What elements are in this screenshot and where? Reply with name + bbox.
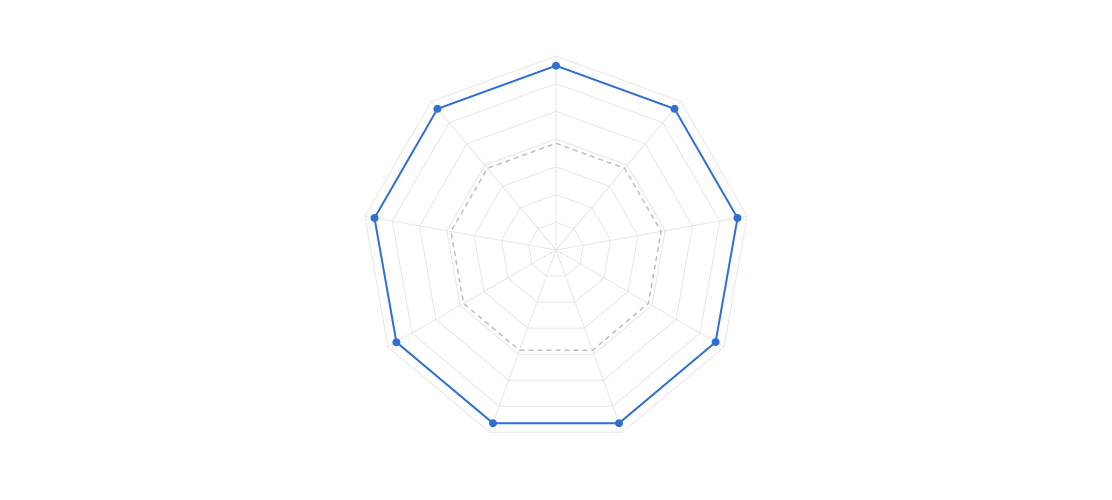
axis-spoke (555, 249, 725, 348)
reference-layer (450, 142, 662, 352)
data-point[interactable] (670, 104, 679, 113)
data-point[interactable] (433, 104, 442, 113)
data-point[interactable] (711, 338, 720, 347)
grid-ring (364, 55, 748, 433)
axis-spoke (555, 249, 623, 433)
axis-spoke (364, 215, 557, 251)
data-point[interactable] (392, 338, 401, 347)
axis-spoke (555, 101, 682, 251)
data-point[interactable] (370, 214, 379, 222)
spoke-layer (364, 56, 748, 433)
grid-ring (473, 166, 639, 329)
series-polygon (373, 64, 739, 425)
grid-layer (364, 55, 748, 433)
reference-polygon (450, 142, 662, 352)
grid-ring (418, 110, 694, 381)
data-point[interactable] (733, 214, 742, 222)
axis-spoke (555, 215, 748, 251)
grid-ring (391, 83, 721, 407)
data-point[interactable] (489, 419, 497, 428)
axis-spoke (430, 101, 557, 251)
axis-spoke (489, 249, 557, 433)
data-point[interactable] (552, 61, 560, 70)
grid-ring (528, 221, 584, 277)
series-layer (373, 64, 739, 425)
data-point[interactable] (615, 419, 623, 428)
grid-ring (446, 138, 666, 355)
axis-spoke (387, 249, 557, 348)
marker-layer (370, 61, 742, 428)
grid-ring (500, 194, 612, 303)
